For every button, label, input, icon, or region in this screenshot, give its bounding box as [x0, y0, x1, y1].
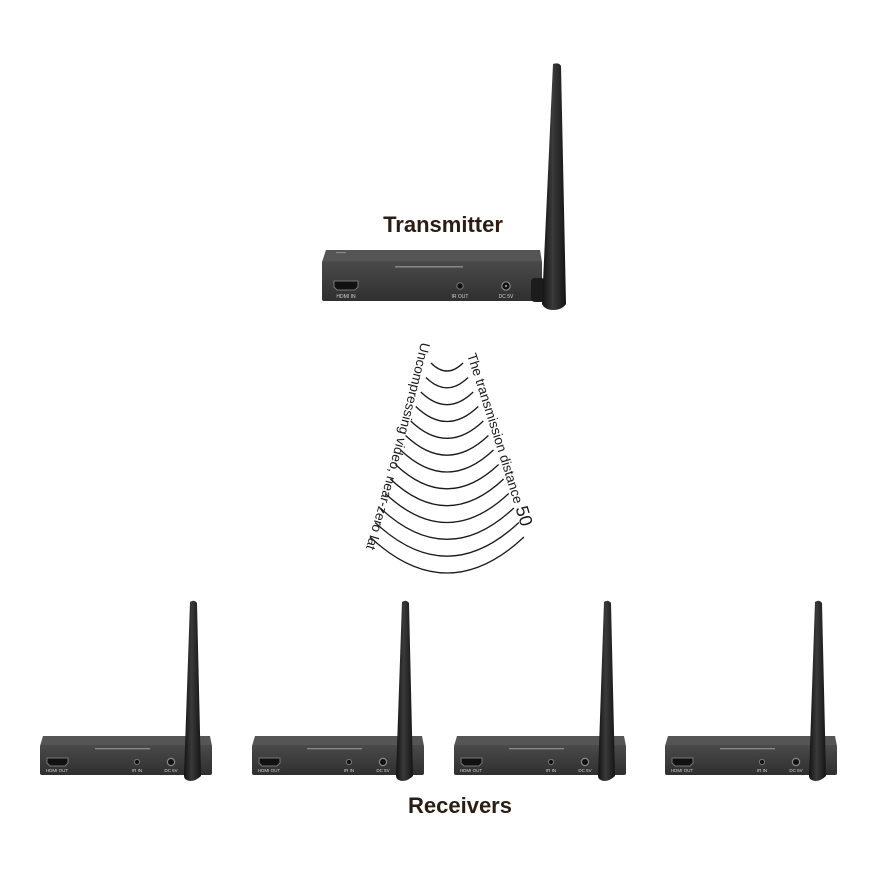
transmitter-port-label-hdmi: HDMI IN [336, 294, 356, 300]
hdmi-in-port-icon [333, 280, 359, 291]
receiver-port-label-ir: IR IN [132, 768, 142, 773]
receivers-title: Receivers [408, 793, 512, 818]
dc-jack-icon [791, 757, 801, 767]
receiver-antenna [184, 600, 201, 781]
transmitter-model-mark [336, 252, 346, 254]
signal-waves [369, 362, 525, 574]
transmitter-device: HDMI IN IR OUT DC 5V [322, 63, 566, 311]
receiver-body [454, 745, 626, 775]
receiver-top-face [454, 736, 626, 746]
receiver-port-label-dc: DC 5V [164, 768, 177, 773]
signal-wave-arc [384, 493, 510, 523]
receiver-port-label-ir: IR IN [546, 768, 556, 773]
dc-jack-icon [378, 757, 388, 767]
receiver-model-text [720, 748, 775, 750]
hdmi-out-port-icon [671, 757, 694, 767]
receiver-port-label-hdmi: HDMI OUT [258, 768, 280, 773]
transmitter-top-face [322, 250, 542, 262]
ir-in-jack-icon [345, 758, 353, 766]
receiver-port-label-dc: DC 5V [376, 768, 389, 773]
receiver-top-face [252, 736, 424, 746]
receiver-top-face [40, 736, 212, 746]
signal-wave-arc [425, 377, 469, 389]
receiver-antenna [396, 600, 413, 781]
receiver-port-label-dc: DC 5V [789, 768, 802, 773]
receiver-model-text [509, 748, 564, 750]
receiver-antenna [598, 600, 615, 781]
receiver-port-label-ir: IR IN [757, 768, 767, 773]
receiver-port-label-dc: DC 5V [578, 768, 591, 773]
receiver-device: HDMI OUT IR IN DC 5V [665, 600, 837, 781]
transmitter-antenna [542, 63, 566, 311]
dc-jack-pin [504, 284, 508, 288]
signal-wave-arc [420, 391, 474, 406]
receiver-body [665, 745, 837, 775]
hdmi-out-port-icon [460, 757, 483, 767]
transmitter-antenna-hinge [531, 278, 545, 302]
receiver-top-face [665, 736, 837, 746]
dc-jack-icon [580, 757, 590, 767]
signal-wave-arc [405, 435, 489, 456]
receiver-device: HDMI OUT IR IN DC 5V [454, 600, 626, 781]
ir-in-jack-icon [133, 758, 141, 766]
receiver-port-label-hdmi: HDMI OUT [671, 768, 693, 773]
receiver-body [252, 745, 424, 775]
transmitter-model-text [395, 266, 463, 268]
signal-wave-arc [400, 449, 494, 473]
signal-wave-arc [410, 420, 484, 439]
signal-wave-arc [369, 536, 525, 574]
signal-wave-arc [394, 464, 500, 490]
receiver-device: HDMI OUT IR IN DC 5V [40, 600, 212, 781]
hdmi-out-port-icon [46, 757, 69, 767]
transmitter-body [322, 261, 542, 301]
receiver-model-text [307, 748, 362, 750]
receiver-port-label-ir: IR IN [344, 768, 354, 773]
transmitter-port-label-ir: IR OUT [452, 294, 469, 300]
signal-wave-arc [430, 362, 464, 372]
signal-wave-arc [415, 406, 479, 422]
receiver-device: HDMI OUT IR IN DC 5V [252, 600, 424, 781]
receiver-port-label-hdmi: HDMI OUT [460, 768, 482, 773]
receiver-body [40, 745, 212, 775]
receiver-model-text [95, 748, 150, 750]
ir-in-jack-icon [758, 758, 766, 766]
ir-out-jack-icon [456, 282, 464, 290]
transmitter-title: Transmitter [383, 212, 503, 237]
receiver-antenna [809, 600, 826, 781]
dc-jack-icon [166, 757, 176, 767]
transmitter-port-label-dc: DC 5V [499, 294, 514, 300]
hdmi-out-port-icon [258, 757, 281, 767]
signal-wave-arc [379, 507, 515, 540]
receiver-port-label-hdmi: HDMI OUT [46, 768, 68, 773]
ir-in-jack-icon [547, 758, 555, 766]
signal-wave-arc [374, 522, 520, 557]
signal-wave-arc [389, 478, 505, 507]
